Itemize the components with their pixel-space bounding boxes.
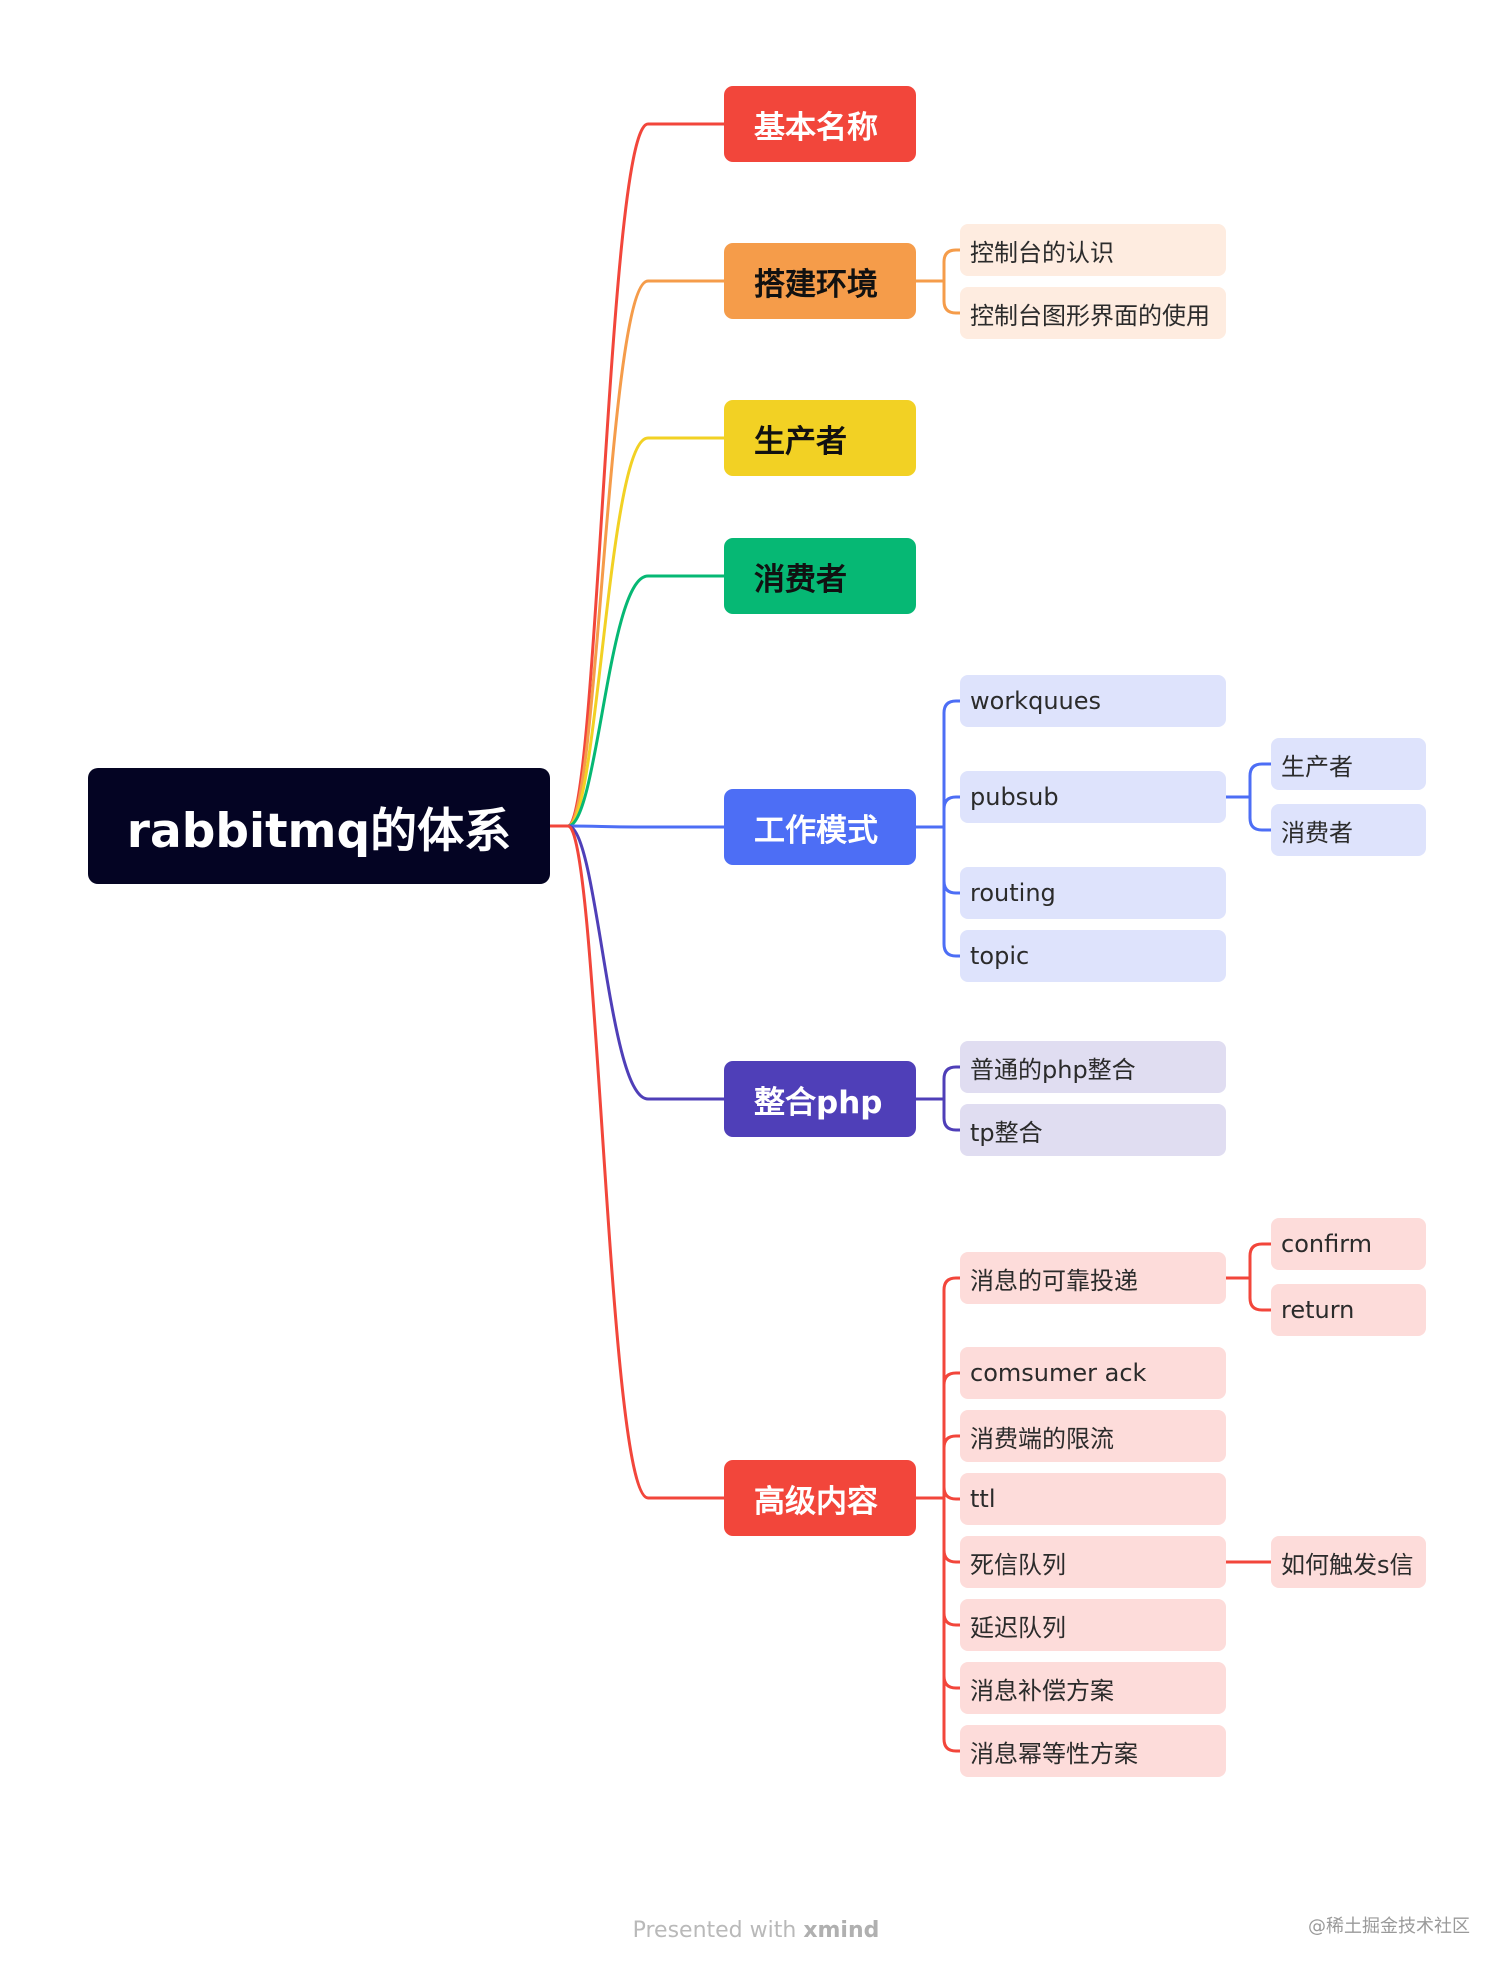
branch-topic-5[interactable]: 整合php bbox=[724, 1061, 916, 1137]
subtopic-1-0[interactable]: 控制台的认识 bbox=[960, 224, 1226, 276]
branch-4-link-3 bbox=[942, 825, 962, 958]
branch-topic-1[interactable]: 搭建环境 bbox=[724, 243, 916, 319]
subtopic-6-4-0[interactable]: 如何触发s信 bbox=[1271, 1536, 1426, 1588]
branch-1-link-0 bbox=[942, 248, 962, 283]
branch-6-link-4 bbox=[942, 1496, 962, 1564]
branch-5-link-1 bbox=[942, 1097, 962, 1132]
branch-6-link-0 bbox=[942, 1276, 962, 1500]
branch-6-link-2 bbox=[942, 1434, 962, 1500]
root-link-5 bbox=[548, 824, 726, 1101]
subtopic-4-2[interactable]: routing bbox=[960, 867, 1226, 919]
branch-1-link-1 bbox=[942, 279, 962, 315]
branch-6-link-7 bbox=[942, 1496, 962, 1753]
footer-brand: xmind bbox=[803, 1918, 880, 1943]
branch-6-link-6 bbox=[942, 1496, 962, 1690]
subtopic-6-3[interactable]: ttl bbox=[960, 1473, 1226, 1525]
subtopic-6-6[interactable]: 消息补偿方案 bbox=[960, 1662, 1226, 1714]
branch-6-link-1 bbox=[942, 1371, 962, 1500]
subtopic-4-3[interactable]: topic bbox=[960, 930, 1226, 982]
root-link-4 bbox=[548, 824, 726, 829]
sub-6-0-link-1 bbox=[1248, 1276, 1273, 1312]
branch-topic-0[interactable]: 基本名称 bbox=[724, 86, 916, 162]
root-link-1 bbox=[548, 279, 726, 828]
footer-credit: Presented with xmind bbox=[0, 1918, 1512, 1943]
root-link-0 bbox=[548, 122, 726, 828]
subtopic-6-1[interactable]: comsumer ack bbox=[960, 1347, 1226, 1399]
branch-topic-2[interactable]: 生产者 bbox=[724, 400, 916, 476]
subtopic-4-0[interactable]: workquues bbox=[960, 675, 1226, 727]
root-link-2 bbox=[548, 436, 726, 828]
subtopic-4-1[interactable]: pubsub bbox=[960, 771, 1226, 823]
watermark: @稀土掘金技术社区 bbox=[1308, 1916, 1470, 1937]
sub-4-1-link-1 bbox=[1248, 795, 1273, 832]
branch-6-link-3 bbox=[942, 1486, 962, 1501]
subtopic-4-1-1[interactable]: 消费者 bbox=[1271, 804, 1426, 856]
sub-4-1-link-0 bbox=[1248, 762, 1273, 799]
branch-4-link-0 bbox=[942, 699, 962, 829]
root-link-6 bbox=[548, 824, 726, 1500]
subtopic-5-0[interactable]: 普通的php整合 bbox=[960, 1041, 1226, 1093]
footer-presented: Presented with bbox=[632, 1918, 804, 1943]
subtopic-6-0[interactable]: 消息的可靠投递 bbox=[960, 1252, 1226, 1304]
subtopic-1-1[interactable]: 控制台图形界面的使用 bbox=[960, 287, 1226, 339]
branch-topic-6[interactable]: 高级内容 bbox=[724, 1460, 916, 1536]
subtopic-4-1-0[interactable]: 生产者 bbox=[1271, 738, 1426, 790]
subtopic-6-0-0[interactable]: confirm bbox=[1271, 1218, 1426, 1270]
branch-5-link-0 bbox=[942, 1065, 962, 1101]
root-topic[interactable]: rabbitmq的体系 bbox=[88, 768, 550, 884]
branch-topic-4[interactable]: 工作模式 bbox=[724, 789, 916, 865]
branch-4-link-1 bbox=[942, 795, 962, 829]
subtopic-6-4[interactable]: 死信队列 bbox=[960, 1536, 1226, 1588]
subtopic-5-1[interactable]: tp整合 bbox=[960, 1104, 1226, 1156]
subtopic-6-2[interactable]: 消费端的限流 bbox=[960, 1410, 1226, 1462]
subtopic-6-5[interactable]: 延迟队列 bbox=[960, 1599, 1226, 1651]
subtopic-6-7[interactable]: 消息幂等性方案 bbox=[960, 1725, 1226, 1777]
branch-topic-3[interactable]: 消费者 bbox=[724, 538, 916, 614]
sub-6-0-link-0 bbox=[1248, 1242, 1273, 1280]
branch-4-link-2 bbox=[942, 825, 962, 895]
root-link-3 bbox=[548, 574, 726, 828]
subtopic-6-0-1[interactable]: return bbox=[1271, 1284, 1426, 1336]
